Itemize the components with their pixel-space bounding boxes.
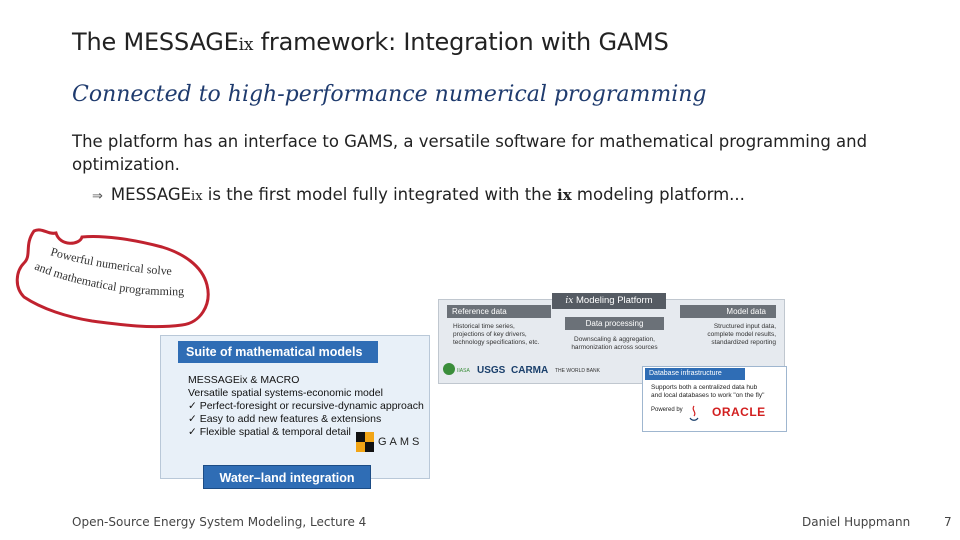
logo-world-bank: THE WORLD BANK <box>555 368 601 374</box>
bullet-ix: ix <box>191 189 203 204</box>
suite-header: Suite of mathematical models <box>178 341 378 363</box>
footer-author: Daniel Huppmann <box>802 515 911 529</box>
platform-header-text: Modeling Platform <box>573 295 653 306</box>
reference-line: technology specifications, etc. <box>453 339 540 346</box>
data-processing-body: Downscaling & aggregation, harmonization… <box>565 336 664 352</box>
database-line: Supports both a centralized data hub <box>651 384 758 391</box>
slide-subtitle: Connected to high-performance numerical … <box>72 82 707 107</box>
title-ix: ix <box>238 35 254 55</box>
suite-list: MESSAGEix & MACRO Versatile spatial syst… <box>188 374 428 439</box>
model-line: standardized reporting <box>711 339 776 346</box>
logo-iiasa: IIASA <box>457 368 470 374</box>
gams-label: GAMS <box>378 436 423 448</box>
processing-line: harmonization across sources <box>571 344 658 351</box>
java-logo-icon <box>689 405 699 421</box>
suite-item: Versatile spatial systems-economic model <box>188 387 383 399</box>
database-line: and local databases to work "on the fly" <box>651 392 765 399</box>
bullet-ix-bold: ix <box>557 186 572 204</box>
processing-line: Downscaling & aggregation, <box>574 336 655 343</box>
footer-lecture: Open-Source Energy System Modeling, Lect… <box>72 515 367 529</box>
gams-logo-icon <box>356 432 374 452</box>
logo-usgs: USGS <box>477 365 506 376</box>
data-processing-head: Data processing <box>565 317 664 330</box>
bullet-line: ⇒MESSAGEix is the first model fully inte… <box>92 185 745 204</box>
body-paragraph: The platform has an interface to GAMS, a… <box>72 132 868 174</box>
partner-logos: IIASA USGS CARMA THE WORLD BANK <box>443 363 601 376</box>
platform-header: ix Modeling Platform <box>552 293 666 309</box>
oracle-logo: ORACLE <box>712 405 766 419</box>
suite-item: ✓ Easy to add new features & extensions <box>188 413 382 425</box>
reference-data-body: Historical time series, projections of k… <box>453 323 553 347</box>
bullet-post: modeling platform... <box>571 185 745 204</box>
page-number: 7 <box>944 515 952 529</box>
reference-data-head: Reference data <box>447 305 551 318</box>
reference-line: projections of key drivers, <box>453 331 527 338</box>
platform-header-ix: ix <box>565 296 574 306</box>
slide-title: The MESSAGEix framework: Integration wit… <box>72 28 669 56</box>
logo-carma: CARMA <box>511 365 548 376</box>
title-rest: framework: Integration with GAMS <box>253 28 669 56</box>
title-main: The MESSAGE <box>72 28 239 56</box>
model-line: complete model results, <box>707 331 776 338</box>
model-line: Structured input data, <box>713 323 776 330</box>
iiasa-logo-icon <box>443 363 455 375</box>
water-land-banner: Water–land integration <box>203 465 371 489</box>
database-head: Database infrastructure <box>645 368 745 380</box>
implies-arrow-icon: ⇒ <box>92 189 103 204</box>
suite-item: ✓ Flexible spatial & temporal detail <box>188 426 351 438</box>
model-data-body: Structured input data, complete model re… <box>684 323 776 347</box>
puzzle-piece-graphic: Powerful numerical solvers and mathemati… <box>12 225 210 329</box>
reference-line: Historical time series, <box>453 323 515 330</box>
bullet-pre: MESSAGE <box>110 185 192 204</box>
suite-item: ✓ Perfect-foresight or recursive-dynamic… <box>188 400 424 412</box>
database-body: Supports both a centralized data hub and… <box>651 384 781 400</box>
bullet-mid: is the first model fully integrated with… <box>202 185 558 204</box>
suite-item: MESSAGEix & MACRO <box>188 374 300 386</box>
model-data-head: Model data <box>680 305 776 318</box>
powered-by-label: Powered by <box>651 407 683 413</box>
gams-logo: GAMS <box>356 430 426 454</box>
